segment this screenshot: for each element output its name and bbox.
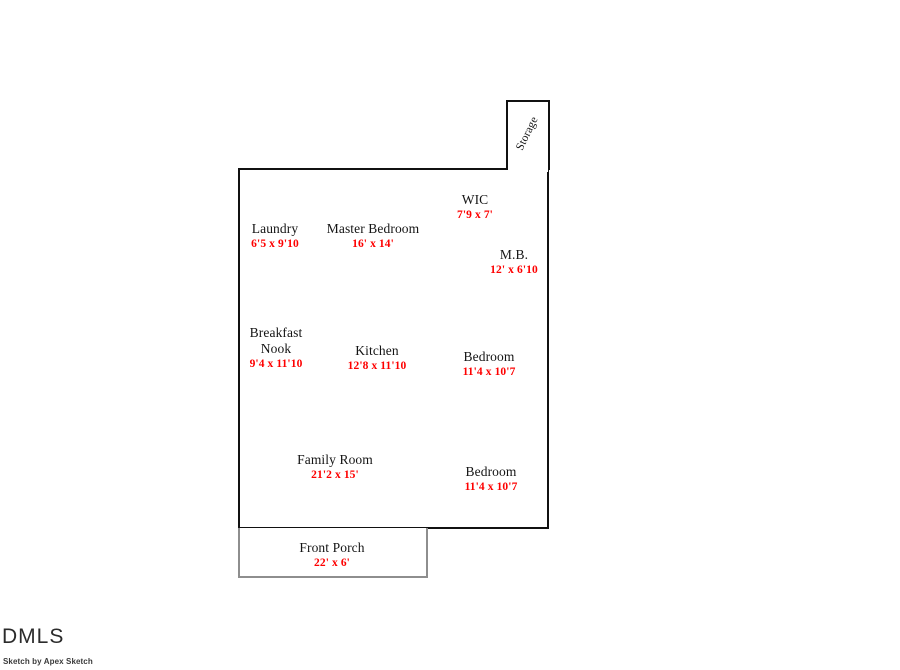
main-floor-outline: [238, 168, 549, 529]
room-dimensions-breakfast-nook: 9'4 x 11'10: [249, 357, 303, 370]
room-label-master-bedroom: Master Bedroom 16' x 14': [327, 221, 420, 251]
room-dimensions-master-bath: 12' x 6'10: [490, 263, 538, 276]
room-label-bedroom-2: Bedroom 11'4 x 10'7: [465, 464, 518, 494]
room-label-breakfast-nook: Breakfast Nook 9'4 x 11'10: [250, 325, 303, 371]
room-dimensions-laundry: 6'5 x 9'10: [251, 237, 299, 250]
storage-wall-opening: [509, 165, 548, 172]
room-name-bedroom-2: Bedroom: [465, 464, 517, 479]
front-porch-outline: [238, 528, 428, 578]
room-label-laundry: Laundry 6'5 x 9'10: [251, 221, 299, 251]
room-name-laundry: Laundry: [251, 221, 299, 236]
room-dimensions-bedroom-1: 11'4 x 10'7: [462, 365, 516, 378]
footer-credit: Sketch by Apex Sketch: [3, 657, 93, 666]
room-label-family-room: Family Room 21'2 x 15': [297, 452, 373, 482]
room-name-wic: WIC: [461, 192, 489, 207]
room-label-wic: WIC 7'9 x 7': [457, 192, 493, 222]
room-label-front-porch: Front Porch 22' x 6': [299, 540, 364, 570]
room-name-master-bedroom: Master Bedroom: [326, 221, 420, 236]
room-name-front-porch: Front Porch: [299, 540, 365, 555]
room-name-master-bath: M.B.: [499, 247, 529, 262]
room-dimensions-family-room: 21'2 x 15': [311, 468, 359, 481]
room-name-breakfast-nook: Breakfast Nook: [250, 325, 303, 357]
room-label-kitchen: Kitchen 12'8 x 11'10: [348, 343, 407, 373]
room-name-family-room: Family Room: [297, 452, 373, 467]
room-dimensions-front-porch: 22' x 6': [314, 556, 350, 569]
room-label-bedroom-1: Bedroom 11'4 x 10'7: [463, 349, 516, 379]
room-name-breakfast-nook-line1: Breakfast: [249, 325, 303, 340]
storage-room-outline: [506, 100, 550, 170]
room-name-breakfast-nook-line2: Nook: [260, 340, 292, 356]
room-dimensions-bedroom-2: 11'4 x 10'7: [464, 480, 518, 493]
brand-logo: DMLS: [2, 625, 65, 646]
room-name-kitchen: Kitchen: [355, 343, 399, 358]
room-dimensions-kitchen: 12'8 x 11'10: [347, 359, 407, 372]
room-dimensions-wic: 7'9 x 7': [457, 208, 493, 221]
room-label-master-bath: M.B. 12' x 6'10: [490, 247, 538, 277]
room-name-bedroom-1: Bedroom: [463, 349, 515, 364]
room-dimensions-master-bedroom: 16' x 14': [352, 237, 394, 250]
